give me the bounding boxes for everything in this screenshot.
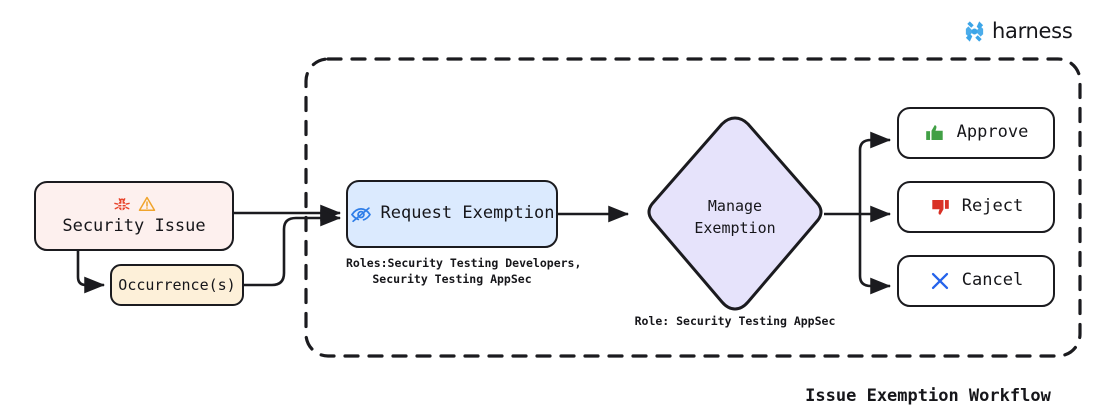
request-exemption-roles-caption: Roles:Security Testing Developers, Secur… (346, 256, 582, 286)
security-issue-label: Security Issue (62, 216, 206, 237)
workflow-title: Issue Exemption Workflow (805, 386, 1051, 406)
thumbs-down-icon (932, 200, 949, 215)
edge-manage-to-cancel (858, 214, 892, 295)
node-request-exemption[interactable]: Request Exemption (346, 180, 558, 248)
bug-icon (113, 198, 130, 211)
request-exemption-label: Request Exemption (380, 203, 555, 224)
manage-exemption-diamond[interactable] (647, 116, 823, 311)
reject-label: Reject (961, 196, 1024, 217)
manage-exemption-label: Manage Exemption (694, 197, 776, 237)
security-issue-icons (113, 194, 156, 214)
eye-off-icon (350, 207, 371, 223)
cancel-label: Cancel (961, 270, 1024, 291)
manage-exemption-role-caption: Role: Security Testing AppSec (634, 314, 836, 328)
thumbs-up-icon (925, 125, 943, 140)
brand-logo: harness (963, 19, 1073, 43)
node-approve[interactable]: Approve (897, 107, 1055, 159)
node-security-issue[interactable]: Security Issue (34, 181, 234, 251)
brand-name: harness (992, 19, 1073, 43)
edge-security-issue-to-occurrences (76, 251, 106, 294)
node-cancel[interactable]: Cancel (897, 255, 1055, 307)
node-occurrences[interactable]: Occurrence(s) (110, 264, 244, 306)
edge-occurrences-to-request (244, 209, 342, 287)
occurrences-label: Occurrence(s) (118, 275, 236, 294)
x-cross-icon (931, 272, 948, 290)
exemption-scope-boundary (304, 57, 1082, 358)
warning-triangle-icon (138, 197, 155, 212)
approve-label: Approve (956, 122, 1029, 143)
harness-logo-icon (965, 20, 984, 42)
edge-manage-to-approve (858, 131, 892, 214)
node-reject[interactable]: Reject (897, 181, 1055, 233)
